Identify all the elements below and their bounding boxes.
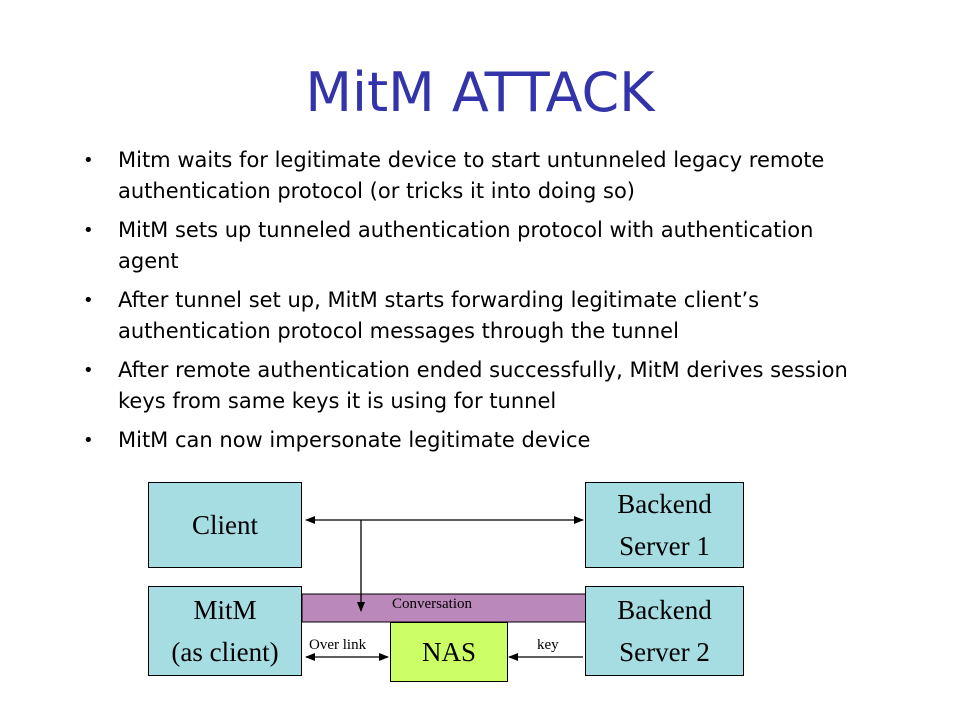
mitm-label: MitM (as client) xyxy=(171,595,279,667)
bullet-item: • After tunnel set up, MitM starts forwar… xyxy=(80,285,860,347)
bullet-icon: • xyxy=(83,290,94,311)
bullet-icon: • xyxy=(83,360,94,381)
slide-title: MitM ATTACK xyxy=(305,61,655,124)
conversation-label: Conversation xyxy=(392,596,472,612)
mitm-box: MitM (as client) xyxy=(148,586,302,676)
over-link-label: Over link xyxy=(309,637,367,653)
key-label: key xyxy=(537,637,559,653)
nas-label: NAS xyxy=(421,637,476,667)
bullet-item: • MitM can now impersonate legitimate dev… xyxy=(80,425,860,456)
bullet-icon: • xyxy=(83,150,94,171)
bullet-item: • After remote authentication ended succe… xyxy=(80,355,860,417)
bullet-item: • Mitm waits for legitimate device to sta… xyxy=(80,145,860,207)
bullet-text: Mitm waits for legitimate device to star… xyxy=(118,148,825,203)
client-label: Client xyxy=(192,510,258,540)
bullet-text: After remote authentication ended succes… xyxy=(118,358,848,413)
nas-box: NAS xyxy=(390,622,508,682)
bullet-text: After tunnel set up, MitM starts forward… xyxy=(118,288,760,343)
bullet-icon: • xyxy=(83,430,94,451)
tunnel-bar xyxy=(301,593,589,623)
bullet-icon: • xyxy=(83,220,94,241)
bullet-item: • MitM sets up tunneled authentication pr… xyxy=(80,215,860,277)
backend-server-1-box: Backend Server 1 xyxy=(585,482,744,568)
client-box: Client xyxy=(148,482,302,568)
backend-server-1-label: Backend Server 1 xyxy=(617,489,712,561)
backend-server-2-box: Backend Server 2 xyxy=(585,586,744,676)
bullet-list: • Mitm waits for legitimate device to sta… xyxy=(80,145,860,464)
bullet-text: MitM sets up tunneled authentication pro… xyxy=(118,218,814,273)
bullet-text: MitM can now impersonate legitimate devi… xyxy=(118,428,591,452)
backend-server-2-label: Backend Server 2 xyxy=(617,595,712,667)
